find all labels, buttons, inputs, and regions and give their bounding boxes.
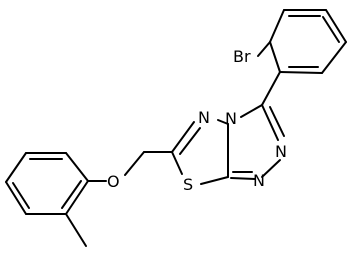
atom-label-s: S (183, 175, 193, 194)
bond (65, 152, 89, 182)
bond (5, 181, 27, 215)
methylphenyl-ring (5, 152, 89, 215)
bond (269, 9, 285, 43)
fused-triazolothiadiazole (171, 104, 285, 185)
bond-c-br (257, 41, 271, 57)
bond (5, 152, 27, 183)
atom-label-n: N (225, 109, 237, 128)
bond (269, 106, 285, 137)
bond (322, 16, 340, 43)
bond (279, 71, 323, 74)
bond (261, 104, 279, 141)
bond (321, 41, 347, 74)
bond (240, 104, 263, 118)
bond (171, 151, 183, 175)
bond (200, 176, 229, 185)
bond (269, 41, 281, 73)
bond (230, 177, 256, 180)
atom-label-o: O (107, 172, 120, 191)
atom-label-n: N (198, 108, 210, 127)
bond (65, 180, 89, 215)
bond (171, 121, 195, 153)
atom-label-br: Br (233, 47, 251, 66)
bromophenyl-ring (269, 9, 347, 74)
atom-label-n: N (275, 142, 287, 161)
atom-label-n: N (253, 171, 265, 190)
bond (12, 182, 30, 209)
bond (61, 180, 82, 209)
bond (217, 119, 229, 125)
bond-ch2-o (124, 151, 145, 176)
bond (325, 9, 347, 43)
bond (179, 127, 201, 155)
bond-methyl (65, 213, 87, 247)
bond-aryl-triazole (261, 71, 281, 106)
bond (261, 159, 281, 178)
